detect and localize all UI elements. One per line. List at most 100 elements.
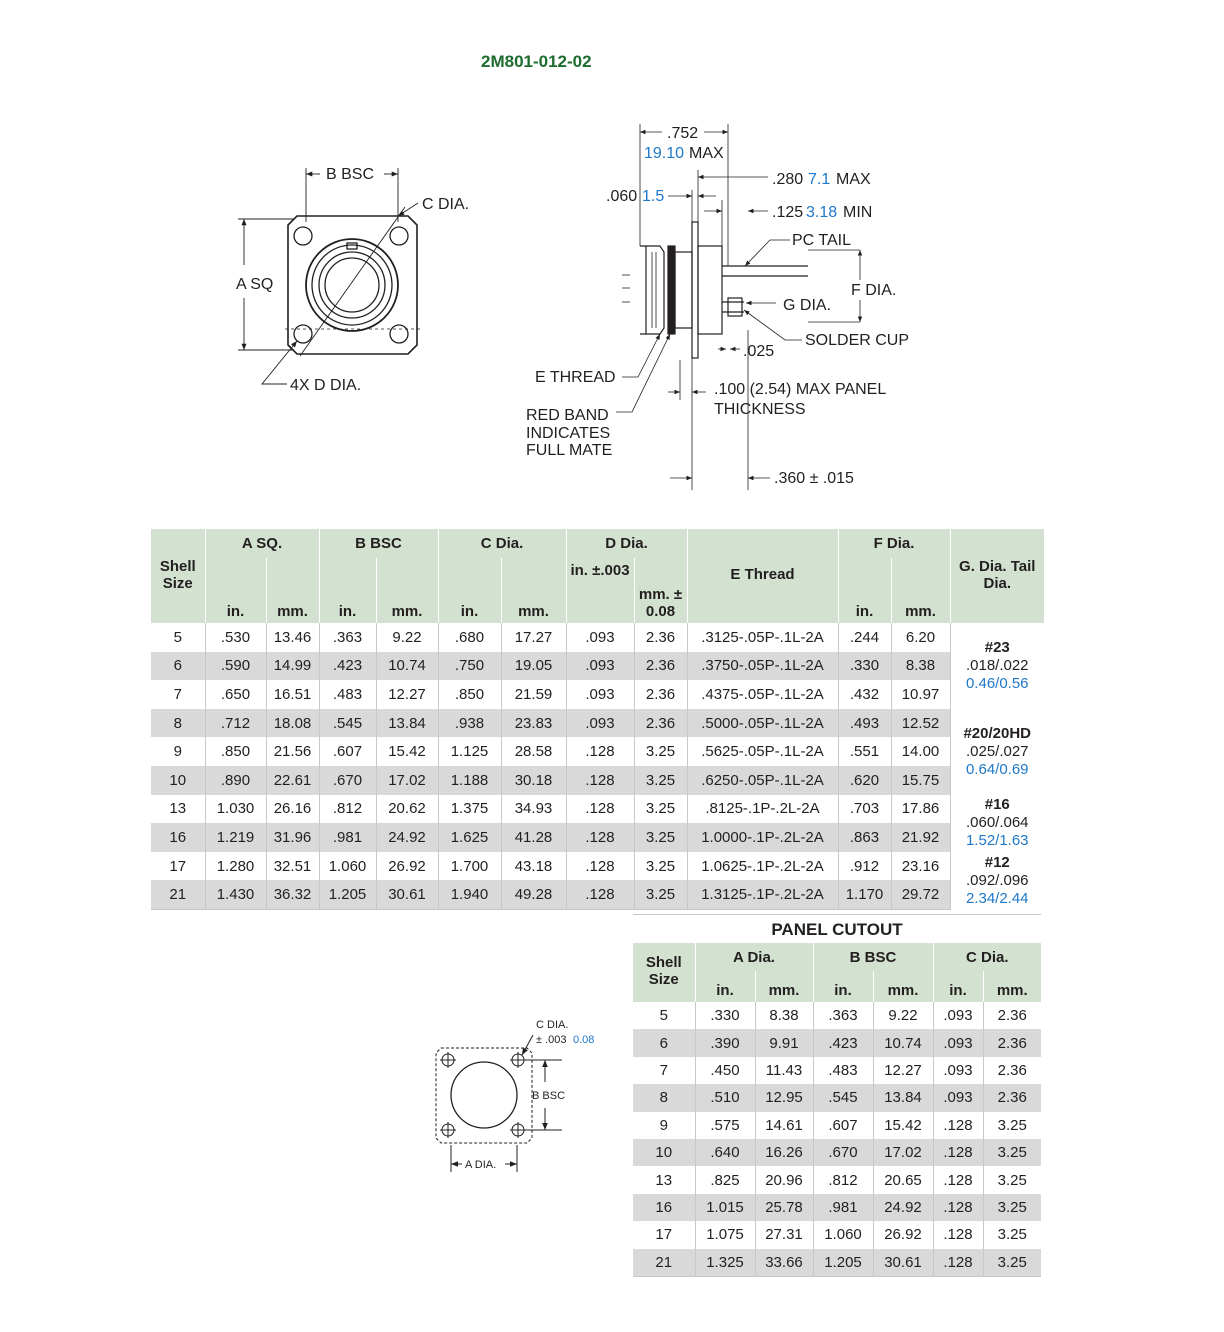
cutout-cell-b-mm: 15.42 [872,1111,933,1139]
dimensions-table: Shell Size A SQ. B BSC C Dia. D Dia. E T… [151,529,1044,910]
header-c-dia: C Dia. [437,529,566,558]
cutout-cell-shell: 13 [655,1171,673,1189]
cell-a-in: .712 [204,708,266,738]
cutout-cell-b-mm: 13.84 [872,1084,933,1112]
g-dia-mm: 0.46/0.56 [965,674,1029,692]
cell-f-mm: 12.52 [890,708,950,738]
cutout-cell-a-mm: 8.38 [754,1002,813,1030]
cell-f-in: .912 [837,851,891,881]
cell-a-in: .530 [204,623,266,652]
cell-d-mm: 2.36 [633,623,687,652]
cell-a-mm: 31.96 [265,823,319,852]
cutout-cell-shell: 10 [633,1138,695,1167]
cutout-cell-c-mm: 2.36 [982,1084,1041,1112]
cutout-cell-a-mm: 20.96 [754,1166,813,1194]
cutout-cell-b-in: .812 [812,1166,873,1194]
header-a-in: in. [204,558,266,623]
cutout-cell-c-mm: 3.25 [982,1248,1041,1277]
cutout-cell-c-in: .128 [932,1138,983,1167]
cutout-cell-c-mm: 3.25 [982,1193,1041,1222]
cell-a-in: 1.430 [204,880,266,910]
cell-shell: 17 [169,857,187,875]
header-f-mm: mm. [890,558,950,623]
cutout-cell-shell: 16 [633,1193,695,1222]
dim-360-label: .360 ± .015 [774,470,854,487]
cutout-cell-a-mm: 12.95 [754,1084,813,1112]
cutout-header-a-dia: A Dia. [694,943,813,971]
panel-thickness-line1: .100 (2.54) MAX PANEL [714,381,886,398]
g-dia-code: #16 [984,796,1010,814]
cutout-cell-c-in: .093 [932,1056,983,1085]
cutout-cell-c-mm: 2.36 [982,1056,1041,1085]
cutout-cell-c-in: .128 [932,1193,983,1222]
header-b-in: in. [318,558,376,623]
header-c-in: in. [437,558,501,623]
cell-b-in: .607 [318,737,376,766]
cell-c-in: 1.940 [437,880,501,910]
cutout-cell-c-in: .128 [932,1221,983,1249]
cutout-header-b-mm: mm. [872,971,933,1002]
cell-c-mm: 34.93 [500,794,566,824]
red-band-line2: INDICATES [526,425,610,442]
cell-d-in: .128 [565,794,634,824]
cutout-cell-a-in: .390 [694,1029,755,1057]
cutout-header-b-bsc: B BSC [812,943,933,971]
cutout-cell-shell: 5 [659,1007,668,1025]
cutout-cell-shell: 7 [659,1061,668,1079]
cell-b-mm: 17.02 [375,765,438,795]
cell-b-mm: 24.92 [375,823,438,852]
cell-f-in: .330 [837,651,891,681]
cutout-cell-a-mm: 9.91 [754,1029,813,1057]
cell-f-in: .493 [837,708,891,738]
cell-f-in: .703 [837,794,891,824]
cell-f-mm: 8.38 [890,651,950,681]
cutout-cell-b-mm: 9.22 [872,1002,933,1030]
cell-a-in: .590 [204,651,266,681]
cell-shell: 6 [151,651,205,681]
solder-cup-label: SOLDER CUP [805,332,909,349]
cell-c-mm: 21.59 [500,680,566,709]
cutout-cell-a-mm: 25.78 [754,1193,813,1222]
cutout-header-c-in: in. [932,971,983,1002]
cell-e: .3750-.05P-.1L-2A [686,651,838,681]
cell-d-in: .093 [565,708,634,738]
cutout-cell-a-mm: 11.43 [754,1056,813,1085]
cutout-cell-b-mm: 10.74 [872,1029,933,1057]
cell-a-in: 1.030 [204,794,266,824]
panel-thickness-line2: THICKNESS [714,401,806,418]
cell-b-mm: 12.27 [375,680,438,709]
cutout-cell-b-mm: 26.92 [872,1221,933,1249]
cell-b-mm: 10.74 [375,651,438,681]
cell-d-mm: 3.25 [633,794,687,824]
cell-f-in: .863 [837,823,891,852]
cell-b-in: .812 [318,794,376,824]
dim-125-mm: 3.18 [806,204,837,221]
cutout-cell-c-mm: 2.36 [982,1002,1041,1030]
red-band-line1: RED BAND [526,407,609,424]
cell-c-in: .938 [437,708,501,738]
g-dia-in: .060/.064 [965,814,1029,832]
cell-e: 1.0000-.1P-.2L-2A [686,823,838,852]
cell-c-in: .680 [437,623,501,652]
dim-125-in: .125 [772,204,803,221]
cell-d-mm: 3.25 [633,851,687,881]
cell-e: 1.0625-.1P-.2L-2A [686,851,838,881]
cutout-cell-b-in: .981 [812,1193,873,1222]
cell-a-mm: 16.51 [265,680,319,709]
cell-a-mm: 36.32 [265,880,319,910]
g-dia-label: G DIA. [783,297,831,314]
cutout-cell-c-in: .128 [932,1111,983,1139]
cell-c-mm: 43.18 [500,851,566,881]
cell-a-mm: 18.08 [265,708,319,738]
cell-shell: 8 [151,708,205,738]
dim-752-in: .752 [667,125,698,142]
